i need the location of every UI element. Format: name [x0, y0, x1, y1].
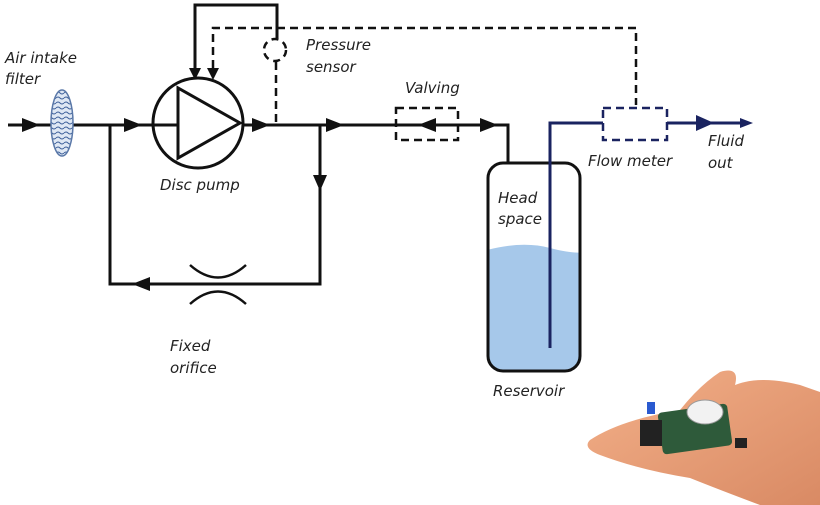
- disc-pump-icon: [151, 76, 245, 170]
- arrow-down-branch: [313, 175, 327, 191]
- label-pressure: Pressure: [306, 36, 371, 54]
- arrow-fluid: [696, 115, 714, 131]
- pressure-sensor-icon: [262, 37, 288, 63]
- label-filter: filter: [5, 70, 41, 88]
- label-space: space: [498, 210, 542, 228]
- flow-meter-icon: [601, 106, 669, 142]
- label-sensor: sensor: [306, 58, 357, 76]
- air-intake-filter-icon: [50, 89, 74, 157]
- hand-with-pump-photo: [587, 370, 820, 505]
- label-fixed: Fixed: [170, 337, 211, 355]
- arrow-pump-out: [252, 118, 270, 132]
- label-flow-meter: Flow meter: [588, 152, 673, 170]
- arrow-valve-fwd: [480, 118, 498, 132]
- label-reservoir: Reservoir: [493, 382, 565, 400]
- arrow-pump-in: [124, 118, 142, 132]
- arrow-fluid-out: [740, 118, 753, 128]
- valving-icon: [394, 106, 460, 142]
- reservoir-icon: [486, 161, 582, 373]
- label-orifice: orifice: [170, 359, 217, 377]
- control-signal-lines: [211, 26, 638, 125]
- label-fluid: Fluid: [708, 132, 744, 150]
- label-head: Head: [498, 189, 538, 207]
- flow-arrows: [22, 68, 498, 291]
- label-out: out: [708, 154, 734, 172]
- arrow-bypass: [132, 277, 150, 291]
- arrow-sensor-feedback: [207, 68, 219, 80]
- label-valving: Valving: [405, 79, 460, 97]
- arrow-main: [326, 118, 344, 132]
- label-air-intake: Air intake: [4, 49, 77, 67]
- air-line: [8, 3, 510, 286]
- arrow-valve-back: [418, 118, 436, 132]
- label-disc-pump: Disc pump: [160, 176, 240, 194]
- arrow-intake: [22, 118, 40, 132]
- fixed-orifice-icon: [189, 264, 247, 305]
- arrow-pump-top: [189, 68, 201, 80]
